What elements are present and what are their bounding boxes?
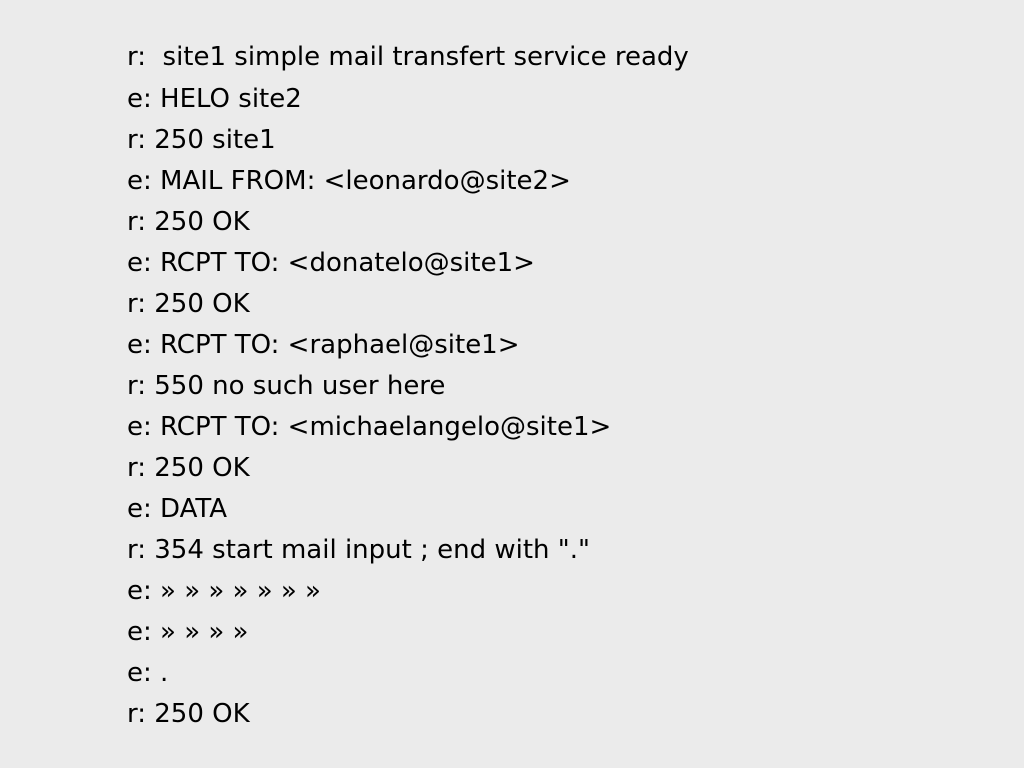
- transcript-line: e: RCPT TO: <raphael@site1>: [127, 330, 520, 360]
- smtp-transcript: r: site1 simple mail transfert service r…: [127, 36, 689, 735]
- transcript-line: r: site1 simple mail transfert service r…: [127, 42, 689, 72]
- transcript-line: e: » » » »: [127, 617, 249, 647]
- transcript-line: e: RCPT TO: <donatelo@site1>: [127, 248, 535, 278]
- transcript-line: r: 250 site1: [127, 125, 276, 155]
- transcript-line: r: 550 no such user here: [127, 371, 446, 401]
- transcript-line: e: RCPT TO: <michaelangelo@site1>: [127, 412, 612, 442]
- transcript-line: r: 250 OK: [127, 289, 250, 319]
- transcript-line: e: HELO site2: [127, 84, 302, 114]
- transcript-line: r: 354 start mail input ; end with ".": [127, 535, 590, 565]
- transcript-line: e: DATA: [127, 494, 228, 524]
- transcript-line: r: 250 OK: [127, 699, 250, 729]
- transcript-line: e: » » » » » » »: [127, 576, 321, 606]
- transcript-line: r: 250 OK: [127, 207, 250, 237]
- transcript-line: e: .: [127, 658, 169, 688]
- transcript-line: r: 250 OK: [127, 453, 250, 483]
- transcript-line: e: MAIL FROM: <leonardo@site2>: [127, 166, 571, 196]
